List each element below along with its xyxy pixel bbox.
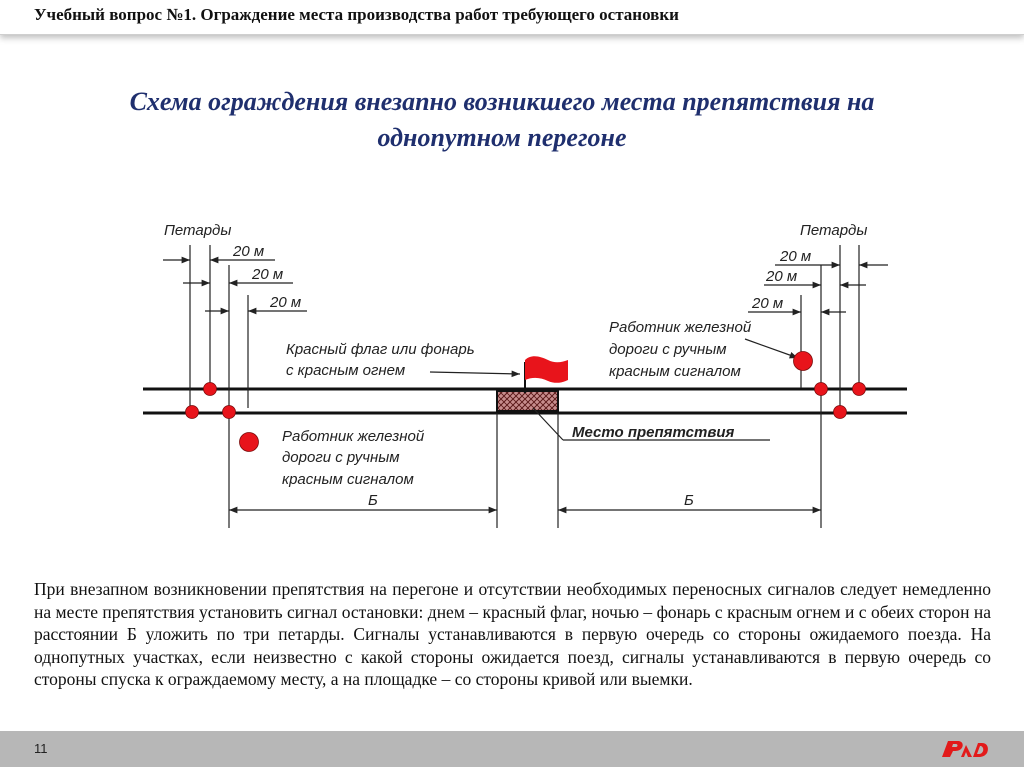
petard-right-2 (833, 405, 847, 419)
dist1-right-label: 20 м (779, 248, 811, 265)
worker-right-signal-icon (793, 351, 813, 371)
petard-left-2 (203, 382, 217, 396)
worker-right-line1: Работник железной (609, 319, 752, 336)
worker-left-line3: красным сигналом (282, 471, 414, 488)
fencing-diagram: Петарды Петарды 20 м 20 м 20 м 20 м 20 м… (143, 222, 907, 528)
petard-left-3 (222, 405, 236, 419)
dist2-left-label: 20 м (251, 266, 283, 283)
header-bar: Учебный вопрос №1. Ограждение места прои… (0, 0, 1024, 35)
petard-right-3 (852, 382, 866, 396)
red-flag-icon (525, 356, 568, 383)
rzd-logo-icon (942, 741, 988, 757)
obstacle-leader (532, 407, 564, 441)
petards-label-right: Петарды (800, 222, 867, 239)
worker-left-line2: дороги с ручным (282, 449, 400, 466)
slide-title: Схема ограждения внезапно возникшего мес… (62, 84, 942, 156)
worker-right-line3: красным сигналом (609, 363, 741, 380)
flag-label-line1: Красный флаг или фонарь (286, 341, 475, 358)
header-title: Учебный вопрос №1. Ограждение места прои… (34, 5, 679, 24)
flag-label-line2: с красным огнем (286, 362, 405, 379)
dist3-left-label: 20 м (269, 294, 301, 311)
dist2-right-label: 20 м (765, 268, 797, 285)
obstacle-label: Место препятствия (572, 424, 735, 441)
petard-left-1 (185, 405, 199, 419)
dist1-left-label: 20 м (232, 243, 264, 260)
slide-title-line1: Схема ограждения внезапно возникшего мес… (129, 87, 875, 116)
distance-b-left-label: Б (368, 492, 378, 509)
obstacle-block (496, 390, 559, 412)
distance-b-right-label: Б (684, 492, 694, 509)
page-number: 11 (34, 741, 48, 756)
flag-leader (429, 370, 521, 378)
worker-right-leader (744, 338, 799, 359)
petards-label-left: Петарды (164, 222, 231, 239)
worker-left-line1: Работник железной (282, 428, 425, 445)
dist3-right-label: 20 м (751, 295, 783, 312)
worker-left-signal-icon (239, 432, 259, 452)
petard-right-1 (814, 382, 828, 396)
body-text: При внезапном возникновении препятствия … (34, 579, 991, 690)
worker-right-line2: дороги с ручным (609, 341, 727, 358)
footer-bar: 11 (0, 731, 1024, 767)
slide-title-line2: однопутном перегоне (377, 123, 627, 152)
